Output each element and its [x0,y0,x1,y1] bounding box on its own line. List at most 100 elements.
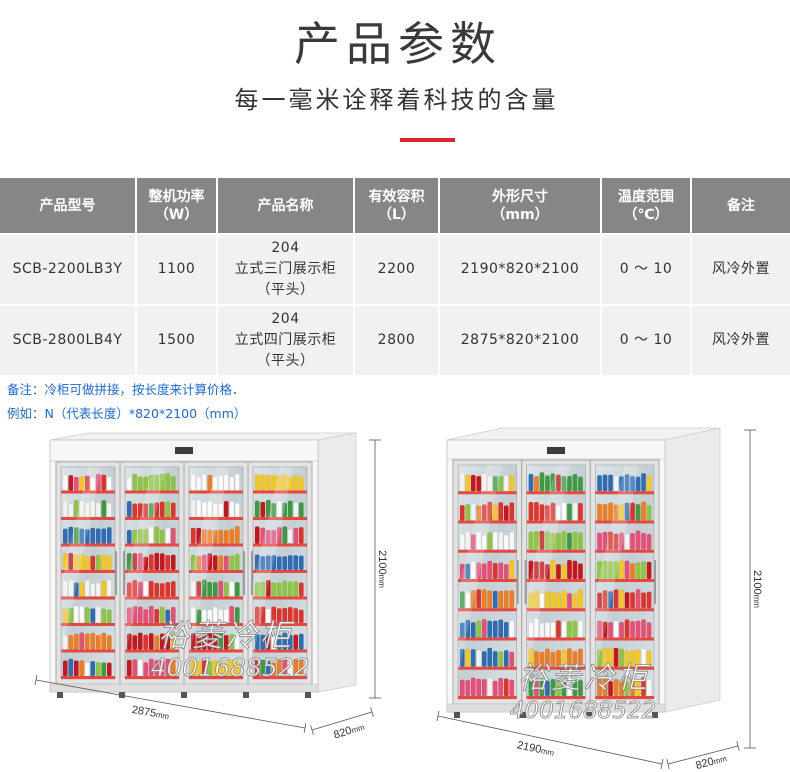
bottle [492,476,498,492]
bottle [254,500,260,518]
bottle [509,651,515,667]
bottle [597,532,602,550]
bottle [137,659,143,677]
glass-reflection [189,467,230,658]
bottle [143,662,149,677]
bottle [481,534,487,550]
shelf-price-strip [595,666,654,670]
dimensions-left: 2100mm 2875mm 820mm [34,439,388,742]
depth-value: 820 [332,725,353,742]
header-label: 整机功率 [148,188,205,205]
bottle [62,660,68,677]
bottle [613,475,619,492]
bottle [492,562,498,580]
bottle [635,620,641,638]
door-handle [251,551,253,595]
bottle [534,501,539,521]
bottle [101,632,107,650]
bottle [534,476,539,492]
bottle [534,650,539,667]
bottle [165,554,171,571]
bottle [223,530,229,544]
header-label: 外形尺寸 [492,188,548,205]
bottle [503,534,509,550]
width-dimension-line [35,679,306,729]
bottle [498,677,504,697]
bottle [613,620,619,638]
shelf-price-strip [458,579,517,582]
fridge-foot [243,692,249,698]
bottle [578,620,583,638]
shelf-price-strip [526,520,586,524]
shelf-price-strip [189,649,243,653]
bottle [287,529,293,544]
bottle [641,619,646,638]
bottle [597,503,602,521]
fridge-foot [586,712,592,718]
bottle [106,579,112,597]
fridge-foot [181,692,187,698]
bottle [459,505,465,521]
cell-product-name: 204 立式三门展示柜 （平头） [218,235,355,304]
shelf-price-strip [125,676,179,679]
shelf-price-strip [189,517,243,520]
width-label: 2875mm [131,704,171,722]
bottle [635,589,641,609]
bottle [572,593,578,609]
door-handle [654,560,656,604]
bottle [73,476,79,491]
bottle [492,650,498,667]
shelf-price-strip [253,517,307,520]
bottle [476,650,482,667]
bottle [498,476,504,492]
bottle [470,474,476,492]
bottle [619,560,624,580]
bottle [509,679,515,697]
bottle [234,473,240,491]
cell-temperature: 0 ～ 10 [602,306,692,375]
bottle [95,554,101,571]
dimension-tick [666,759,670,769]
bottle [62,500,68,518]
fridge-side-panel [664,427,721,713]
bottle [487,647,493,667]
watermark-right: 裕菱冷柜 4001688522 [509,661,656,725]
bottle [165,528,171,544]
bottle [132,503,138,518]
shelf-price-strip [253,490,307,494]
height-label: 2100mm [376,550,388,588]
cell-temperature: 0 ～ 10 [602,235,692,304]
glass-reflection [595,465,640,676]
bottle [170,502,176,518]
bottle [470,534,476,550]
shelf-price-strip [458,666,517,670]
bottle [630,592,635,609]
bottle [597,592,602,609]
bottle [487,590,493,609]
bottle [572,531,578,550]
bottle [572,620,578,638]
bottle [282,526,288,544]
bottle [73,660,79,677]
fridge-side-panel [317,432,357,693]
bottle [459,472,465,492]
bottle [641,532,646,550]
bottle [481,473,487,492]
bottle [567,621,572,638]
bottle [545,591,550,609]
bottle [148,605,154,624]
glass-reflection [526,465,571,676]
bottle [287,500,293,518]
fridge-base [49,683,319,693]
bottle [106,609,112,624]
bottle [84,580,90,597]
cell-model: SCB-2200LB3Y [0,235,137,304]
note-line: 备注：冷柜可做拼接，按长度来计算价格． [7,382,245,397]
bottle [509,590,515,609]
bottle [293,475,299,491]
shelf-price-strip [61,517,115,520]
bottle [254,526,260,544]
bottle [90,608,96,624]
bottle [84,555,90,571]
bottle [212,555,218,571]
